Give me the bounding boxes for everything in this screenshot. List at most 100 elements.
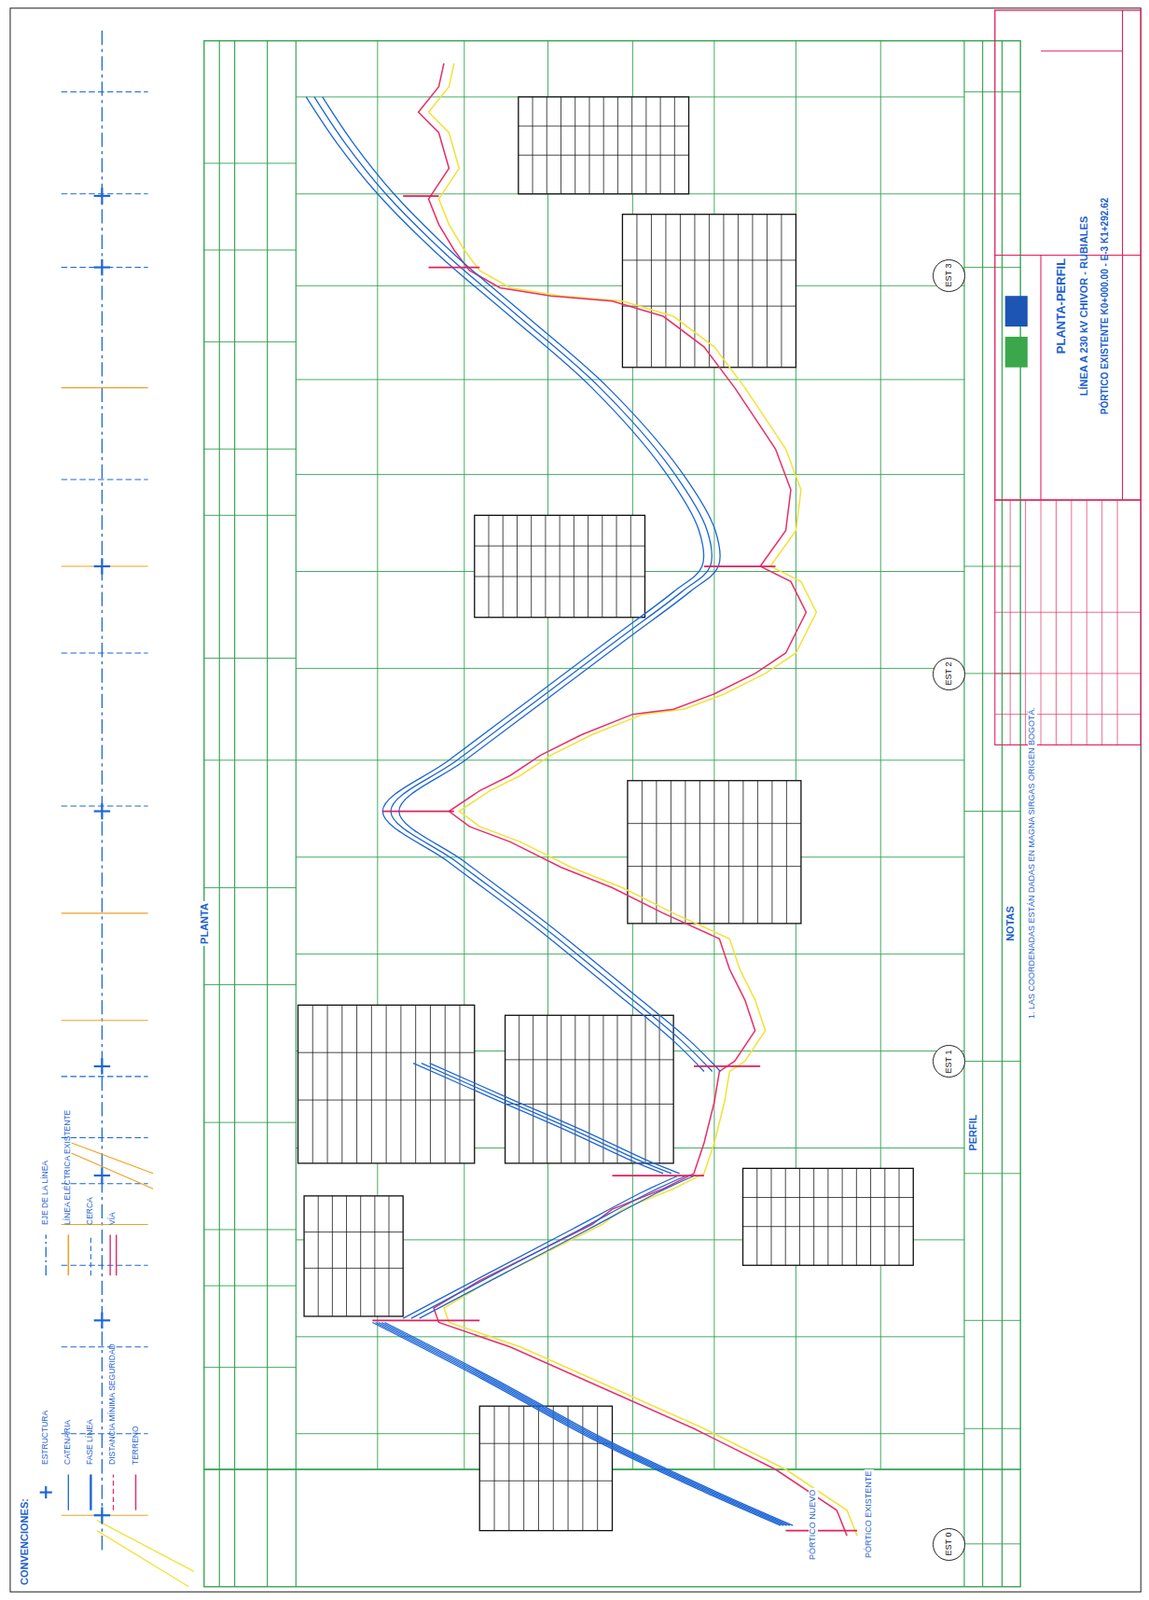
legend-text: CATENARIA (64, 1419, 73, 1465)
structure-circle: EST 3 (932, 259, 966, 292)
data-table (627, 780, 802, 924)
sheet-subtitle: LÍNEA A 230 kV CHIVOR - RUBIALES (1078, 216, 1090, 397)
band-line (204, 1285, 296, 1287)
note-text: 1. LAS COORDENADAS ESTÁN DADAS EN MAGNA … (1027, 705, 1038, 1021)
title-rule (1040, 50, 1123, 52)
table-line (530, 514, 532, 617)
crossing-line (61, 1182, 149, 1184)
tower-mark (100, 1057, 103, 1075)
band-line (204, 1228, 296, 1230)
table-line (356, 1004, 358, 1163)
band-line (219, 41, 221, 1587)
table-line (546, 96, 548, 194)
sheet-border (10, 8, 1141, 1592)
grid-line (295, 1432, 965, 1434)
catenary-line (419, 1175, 695, 1318)
crossing-line (61, 193, 149, 194)
band-line (204, 341, 296, 343)
table-line (588, 96, 590, 194)
existing-line (71, 1152, 154, 1189)
data-table (743, 1167, 914, 1265)
table-line (674, 96, 676, 194)
table-line (523, 1405, 525, 1530)
table-line (713, 780, 715, 924)
table-line (479, 1442, 612, 1444)
table-line (494, 1405, 496, 1530)
drawing-label: PÓRTICO NUEVO (808, 1487, 818, 1562)
table-line (400, 1004, 402, 1163)
existing-line (96, 1520, 194, 1572)
table-line (546, 1014, 548, 1163)
crossing-line (61, 565, 149, 567)
band-line (204, 514, 296, 516)
crossing-line (61, 912, 149, 914)
tower-line (704, 565, 776, 568)
revision-line (995, 713, 1141, 715)
table-line (636, 214, 637, 368)
crossing-line (61, 805, 149, 807)
terrain-line (418, 63, 848, 1536)
data-table (479, 1405, 612, 1530)
table-line (602, 1014, 604, 1163)
table-line (474, 545, 646, 547)
profile-frame (204, 41, 1021, 1587)
revision-table (995, 499, 1141, 746)
table-line (664, 214, 666, 368)
band-line (964, 1319, 1021, 1321)
catenary-line (381, 1322, 790, 1526)
sheet-title: PLANTA-PERFIL (1054, 258, 1068, 354)
tower-line (402, 194, 439, 197)
table-line (884, 1167, 886, 1265)
drawing-label: NOTAS (1004, 903, 1016, 943)
legend-sample (44, 1485, 47, 1498)
table-line (631, 96, 633, 194)
catenary-line (411, 1175, 687, 1318)
revision-line (1010, 499, 1011, 746)
table-line (722, 214, 724, 368)
table-line (532, 1014, 534, 1163)
table-line (502, 514, 504, 617)
table-line (444, 1004, 446, 1163)
table-line (756, 1167, 758, 1265)
drawing-label: PLANTA (198, 900, 210, 946)
grid-line (295, 667, 965, 669)
crossing-line (61, 651, 149, 653)
table-line (799, 1167, 801, 1265)
catenary-line (384, 1322, 793, 1526)
tower-mark (100, 802, 103, 820)
band-line (964, 1542, 1021, 1544)
table-line (780, 214, 782, 368)
tower-mark (100, 1312, 103, 1329)
table-line (574, 96, 576, 194)
band-line (266, 41, 268, 1587)
table-line (827, 1167, 829, 1265)
table-line (870, 1167, 872, 1265)
table-line (508, 1405, 510, 1530)
table-line (388, 1195, 390, 1316)
table-line (601, 514, 603, 617)
tower-line (785, 1529, 858, 1532)
legend-sample (110, 1233, 111, 1275)
revision-line (1040, 499, 1042, 746)
table-line (743, 1225, 914, 1227)
table-line (650, 214, 652, 368)
table-line (544, 514, 546, 617)
sheet-subtitle: PÓRTICO EXISTENTE K0+000.00 - E-3 K1+292… (1098, 197, 1109, 415)
catenary-line (378, 1322, 788, 1526)
legend-text: TERRENO (131, 1425, 140, 1466)
title-rule (1039, 254, 1041, 500)
table-line (318, 1195, 319, 1316)
structure-number: EST 0 (944, 1532, 955, 1556)
crossing-line (61, 479, 149, 481)
table-line (645, 96, 647, 194)
legend-text: ESTRUCTURA (41, 1410, 51, 1465)
table-line (371, 1004, 373, 1163)
legend-text: DISTANCIA MÍNIMA SEGURIDAD (109, 1342, 118, 1465)
table-line (297, 1052, 474, 1053)
table-line (474, 575, 646, 577)
table-line (708, 214, 710, 368)
crossing-line (61, 1264, 149, 1266)
table-line (518, 154, 690, 156)
structure-circle: EST 2 (932, 657, 966, 691)
